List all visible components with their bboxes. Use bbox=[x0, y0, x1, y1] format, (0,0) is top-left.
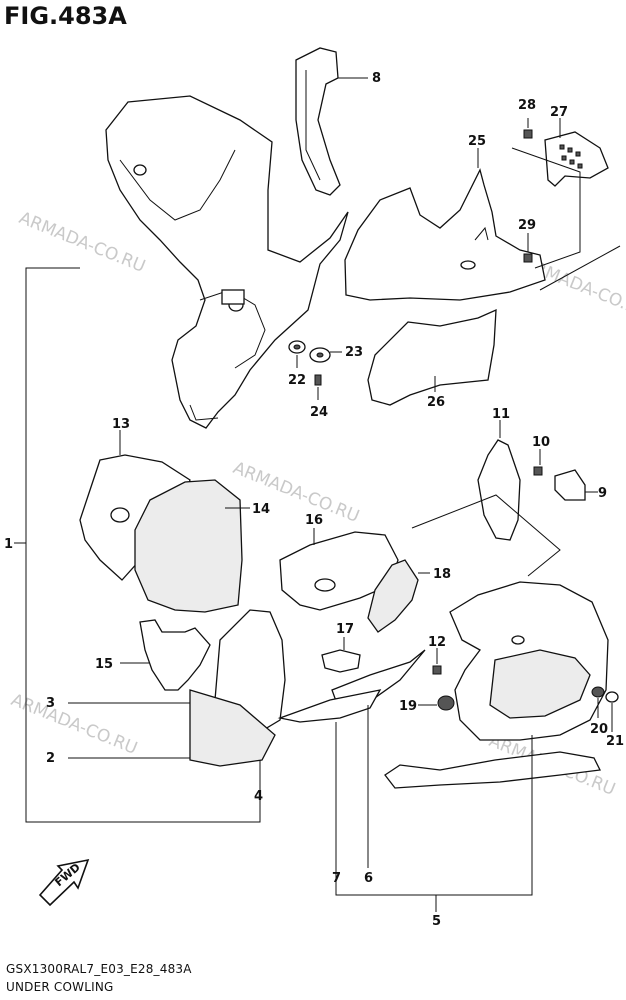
callout-9: 9 bbox=[598, 486, 607, 501]
inner-cowling-part[interactable] bbox=[105, 95, 349, 429]
callout-26: 26 bbox=[427, 395, 445, 410]
bracket-part-27[interactable] bbox=[544, 131, 609, 187]
callout-22: 22 bbox=[288, 373, 306, 388]
callout-17: 17 bbox=[336, 622, 354, 637]
callout-1: 1 bbox=[4, 537, 13, 552]
forward-arrow-icon: FWD bbox=[38, 858, 90, 907]
footer-code: GSX1300RAL7_E03_E28_483A bbox=[6, 962, 192, 976]
callout-10: 10 bbox=[532, 435, 550, 450]
callout-16: 16 bbox=[305, 513, 323, 528]
collar-part-23[interactable] bbox=[309, 347, 331, 363]
callout-27: 27 bbox=[550, 105, 568, 120]
lower-cowling-part-5[interactable] bbox=[384, 581, 609, 789]
watermark-2: ARMADA-CO.RU bbox=[230, 458, 362, 527]
callout-19: 19 bbox=[399, 699, 417, 714]
callout-20: 20 bbox=[590, 722, 608, 737]
callout-11: 11 bbox=[492, 407, 510, 422]
callout-15: 15 bbox=[95, 657, 113, 672]
callout-29: 29 bbox=[518, 218, 536, 233]
clip-part-17[interactable] bbox=[321, 649, 361, 673]
duct-part-8[interactable] bbox=[295, 47, 368, 196]
callout-24: 24 bbox=[310, 405, 328, 420]
callout-13: 13 bbox=[112, 417, 130, 432]
bracket-part-15[interactable] bbox=[139, 619, 211, 691]
figure-title: FIG.483A bbox=[4, 2, 127, 30]
callout-21: 21 bbox=[606, 734, 624, 749]
cover-part-14[interactable] bbox=[134, 479, 243, 613]
side-panel-part-25[interactable] bbox=[344, 168, 546, 301]
bracket-part-11[interactable] bbox=[477, 439, 521, 541]
watermark-4: ARMADA-CO.RU bbox=[8, 690, 140, 759]
grommet-part-22[interactable] bbox=[288, 340, 306, 354]
cover-part-16[interactable] bbox=[279, 531, 399, 611]
screw-part-12[interactable] bbox=[432, 665, 442, 675]
bracket-part-9[interactable] bbox=[554, 469, 586, 501]
callout-2: 2 bbox=[46, 751, 55, 766]
callout-3: 3 bbox=[46, 696, 55, 711]
callout-18: 18 bbox=[433, 567, 451, 582]
callout-25: 25 bbox=[468, 134, 486, 149]
callout-23: 23 bbox=[345, 345, 363, 360]
callout-8: 8 bbox=[372, 71, 381, 86]
cover-part-13[interactable] bbox=[79, 454, 191, 581]
callout-5: 5 bbox=[432, 914, 441, 929]
callout-14: 14 bbox=[252, 502, 270, 517]
panel-part-2[interactable] bbox=[189, 689, 276, 767]
panel-part-18[interactable] bbox=[367, 559, 419, 633]
callout-12: 12 bbox=[428, 635, 446, 650]
bolt-part-28[interactable] bbox=[523, 129, 533, 139]
callout-6: 6 bbox=[364, 871, 373, 886]
under-panel-part-7[interactable] bbox=[277, 689, 382, 723]
bolt-part-29[interactable] bbox=[523, 253, 533, 263]
nut-part-19[interactable] bbox=[437, 695, 455, 711]
footer-name: UNDER COWLING bbox=[6, 980, 114, 994]
callout-7: 7 bbox=[332, 871, 341, 886]
callout-28: 28 bbox=[518, 98, 536, 113]
screw-part-24[interactable] bbox=[314, 374, 322, 386]
callout-4: 4 bbox=[254, 789, 263, 804]
inner-panel-part-26[interactable] bbox=[367, 308, 497, 406]
bolt-part-10[interactable] bbox=[533, 466, 543, 476]
washer-part-20[interactable] bbox=[591, 686, 605, 698]
watermark-1: ARMADA-CO.RU bbox=[16, 208, 148, 277]
screw-part-21[interactable] bbox=[605, 691, 619, 703]
